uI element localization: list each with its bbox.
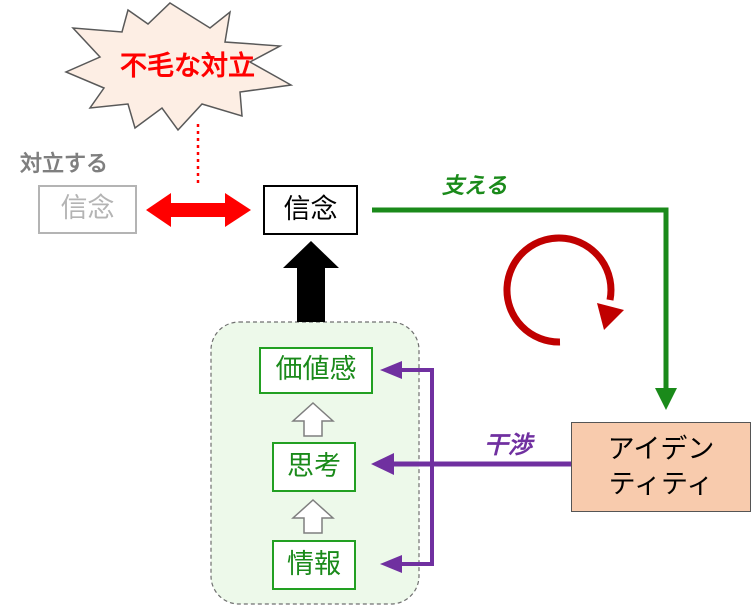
interference-arrows [371, 361, 572, 573]
opposing-belief-box: 信念 [38, 185, 137, 234]
opposing-label: 対立する [20, 152, 109, 177]
conflict-burst-label: 不毛な対立 [120, 51, 255, 82]
hollow-up-arrow-icon [291, 401, 335, 437]
supports-label: 支える [442, 174, 508, 199]
interference-label: 干渉 [484, 431, 532, 459]
up-arrow-icon [283, 241, 339, 322]
thinking-box: 思考 [272, 442, 356, 492]
hollow-up-arrow-icon [291, 498, 335, 534]
values-box: 価値感 [259, 347, 373, 394]
double-headed-arrow-icon [146, 193, 251, 227]
information-box: 情報 [272, 540, 356, 590]
belief-box: 信念 [263, 185, 358, 235]
cycle-arrow-icon [503, 234, 624, 346]
identity-box: アイデン ティティ [571, 422, 751, 512]
conflict-burst-shape [64, 2, 294, 132]
supports-arrow [372, 207, 677, 410]
